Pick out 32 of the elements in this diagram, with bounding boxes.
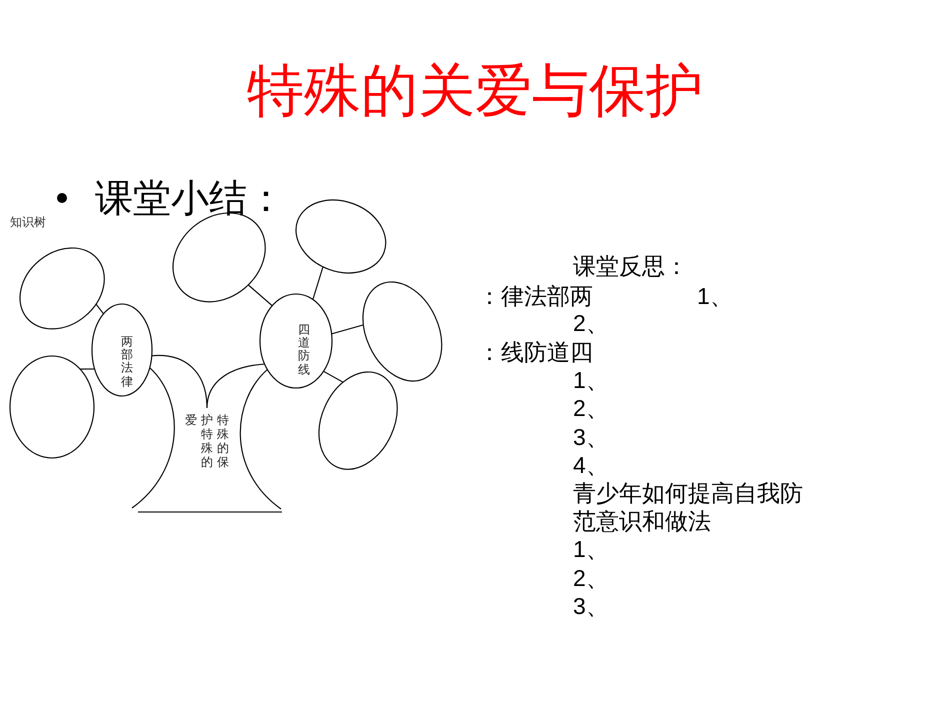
trunk-label: 特殊的保护特殊的爱 bbox=[184, 413, 230, 469]
empty-ellipse bbox=[18, 246, 106, 330]
tree-caption: 知识树 bbox=[10, 215, 46, 229]
connector-line bbox=[95, 303, 104, 314]
list-number: 2、 bbox=[573, 564, 609, 592]
empty-ellipse bbox=[318, 371, 398, 471]
list-number: 4、 bbox=[573, 450, 609, 480]
empty-ellipse bbox=[9, 355, 95, 459]
connector-line bbox=[80, 368, 95, 370]
topic-ellipse bbox=[259, 293, 333, 389]
list-number: 2、 bbox=[573, 308, 609, 338]
question-text: 青少年如何提高自我防范意识和做法 bbox=[573, 478, 804, 536]
section-heading: 课堂小结： bbox=[95, 178, 285, 220]
list-number: 1、 bbox=[697, 282, 733, 310]
topic-ellipse bbox=[91, 303, 153, 397]
connector-line bbox=[312, 266, 324, 300]
empty-ellipse bbox=[295, 198, 387, 274]
node-label: 四道防线 bbox=[298, 324, 310, 376]
connector-line bbox=[248, 284, 273, 306]
list-number: 1、 bbox=[573, 366, 609, 394]
list-number: 3、 bbox=[573, 422, 609, 452]
reflection-heading: 课堂反思： bbox=[573, 252, 688, 280]
connector-line bbox=[331, 324, 364, 334]
list-number: 2、 bbox=[573, 394, 609, 422]
topic-line: ：律法部两 bbox=[478, 282, 593, 310]
topic-line: ：线防道四 bbox=[478, 338, 593, 366]
list-number: 1、 bbox=[573, 534, 609, 564]
connector-line bbox=[323, 370, 344, 383]
list-number: 3、 bbox=[573, 592, 609, 620]
empty-ellipse bbox=[362, 281, 442, 382]
slide-title: 特殊的关爱与保护 bbox=[247, 63, 703, 120]
node-label: 两部法律 bbox=[121, 336, 133, 388]
